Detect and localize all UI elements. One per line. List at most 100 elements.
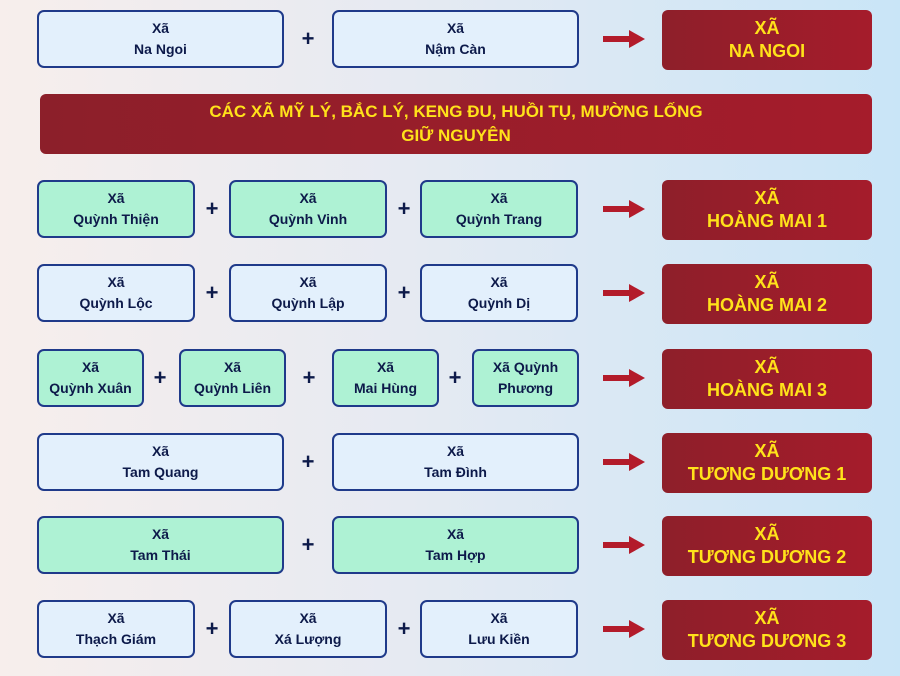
merged-commune-result: XÃ NA NGOI	[662, 10, 872, 70]
commune-prefix: Xã	[151, 20, 170, 36]
commune-prefix: Xã	[299, 190, 317, 206]
source-commune-box: Xã Tam Hợp	[332, 516, 579, 574]
result-name: NA NGOI	[728, 41, 806, 61]
result-prefix: XÃ	[754, 272, 780, 292]
commune-name: Tam Hợp	[425, 547, 486, 563]
merge-row-tuong-duong-3: Xã Thạch Giám + Xã Xá Lượng + Xã Lưu Kiề…	[0, 600, 900, 662]
plus-sign: +	[448, 365, 462, 390]
commune-prefix: Xã	[490, 610, 508, 626]
right-arrow-icon	[603, 453, 645, 471]
right-arrow-icon	[603, 620, 645, 638]
plus-sign: +	[301, 532, 315, 557]
merged-commune-result: XÃ HOÀNG MAI 1	[662, 180, 872, 240]
commune-prefix: Xã	[490, 274, 508, 290]
merge-row-na-ngoi: Xã Na Ngoi + Xã Nậm Càn XÃ NA NGOI	[0, 10, 900, 72]
result-name: TƯƠNG DƯƠNG 1	[687, 464, 847, 484]
source-commune-box: Xã Quỳnh Phương	[472, 349, 579, 407]
source-commune-box: Xã Quỳnh Dị	[420, 264, 578, 322]
merge-row-tuong-duong-1: Xã Tam Quang + Xã Tam Đình XÃ TƯƠNG DƯƠN…	[0, 433, 900, 495]
commune-name: Xá Lượng	[274, 631, 342, 647]
result-prefix: XÃ	[754, 441, 780, 461]
result-name: HOÀNG MAI 2	[706, 295, 827, 315]
commune-name: Quỳnh Liên	[194, 380, 271, 396]
right-arrow-icon	[603, 284, 645, 302]
source-commune-box: Xã Nậm Càn	[332, 10, 579, 68]
result-prefix: XÃ	[754, 188, 780, 208]
merge-row-hoang-mai-3: Xã Quỳnh Xuân + Xã Quỳnh Liên + Xã Mai H…	[0, 349, 900, 411]
right-arrow-icon	[603, 30, 645, 48]
merge-row-tuong-duong-2: Xã Tam Thái + Xã Tam Hợp XÃ TƯƠNG DƯƠNG …	[0, 516, 900, 578]
commune-name: Quỳnh Dị	[467, 295, 531, 311]
result-prefix: XÃ	[754, 524, 780, 544]
source-commune-box: Xã Na Ngoi	[37, 10, 284, 68]
result-prefix: XÃ	[754, 357, 780, 377]
commune-prefix: Xã	[299, 610, 317, 626]
commune-name: Quỳnh Thiện	[73, 211, 159, 227]
commune-prefix: Xã Quỳnh	[492, 359, 559, 375]
commune-name: Thạch Giám	[75, 631, 157, 647]
commune-name: Nậm Càn	[425, 41, 486, 57]
commune-name: Tam Quang	[122, 464, 199, 480]
plus-sign: +	[397, 616, 411, 641]
banner-line-2: GIỮ NGUYÊN	[401, 126, 511, 145]
merge-row-hoang-mai-1: Xã Quỳnh Thiện + Xã Quỳnh Vinh + Xã Quỳn…	[0, 180, 900, 242]
commune-prefix: Xã	[107, 274, 125, 290]
plus-sign: +	[205, 616, 219, 641]
commune-name: Quỳnh Xuân	[49, 380, 132, 396]
commune-name: Quỳnh Trang	[455, 211, 543, 227]
commune-prefix: Xã	[81, 359, 100, 375]
plus-sign: +	[153, 365, 167, 390]
plus-sign: +	[205, 196, 219, 221]
commune-prefix: Xã	[490, 190, 508, 206]
commune-prefix: Xã	[376, 359, 395, 375]
right-arrow-icon	[603, 536, 645, 554]
result-name: HOÀNG MAI 3	[706, 380, 827, 400]
source-commune-box: Xã Quỳnh Thiện	[37, 180, 195, 238]
source-commune-box: Xã Thạch Giám	[37, 600, 195, 658]
commune-prefix: Xã	[446, 443, 465, 459]
commune-name: Quỳnh Vinh	[268, 211, 348, 227]
source-commune-box: Xã Quỳnh Liên	[179, 349, 286, 407]
commune-name: Tam Thái	[130, 547, 191, 563]
commune-name: Quỳnh Lộc	[79, 295, 153, 311]
commune-prefix: Xã	[151, 443, 170, 459]
commune-prefix: Xã	[107, 190, 125, 206]
commune-name: Na Ngoi	[134, 41, 187, 57]
source-commune-box: Xã Mai Hùng	[332, 349, 439, 407]
plus-sign: +	[301, 449, 315, 474]
commune-prefix: Xã	[446, 526, 465, 542]
source-commune-box: Xã Tam Thái	[37, 516, 284, 574]
commune-name: Mai Hùng	[354, 380, 417, 396]
result-prefix: XÃ	[754, 608, 780, 628]
right-arrow-icon	[603, 200, 645, 218]
commune-prefix: Xã	[223, 359, 242, 375]
source-commune-box: Xã Tam Đình	[332, 433, 579, 491]
commune-prefix: Xã	[446, 20, 465, 36]
source-commune-box: Xã Quỳnh Trang	[420, 180, 578, 238]
banner-line-1: CÁC XÃ MỸ LÝ, BẮC LÝ, KENG ĐU, HUỒI TỤ, …	[209, 102, 703, 121]
plus-sign: +	[302, 365, 316, 390]
plus-sign: +	[397, 196, 411, 221]
commune-name: Tam Đình	[424, 464, 487, 480]
plus-sign: +	[205, 280, 219, 305]
commune-name: Phương	[497, 380, 554, 396]
merged-commune-result: XÃ TƯƠNG DƯƠNG 1	[662, 433, 872, 493]
source-commune-box: Xã Lưu Kiền	[420, 600, 578, 658]
commune-name: Lưu Kiền	[468, 631, 530, 647]
source-commune-box: Xã Tam Quang	[37, 433, 284, 491]
commune-name: Quỳnh Lập	[271, 295, 345, 311]
source-commune-box: Xã Quỳnh Vinh	[229, 180, 387, 238]
source-commune-box: Xã Quỳnh Lập	[229, 264, 387, 322]
merge-row-hoang-mai-2: Xã Quỳnh Lộc + Xã Quỳnh Lập + Xã Quỳnh D…	[0, 264, 900, 326]
result-name: TƯƠNG DƯƠNG 2	[687, 547, 847, 567]
unchanged-communes-banner: CÁC XÃ MỸ LÝ, BẮC LÝ, KENG ĐU, HUỒI TỤ, …	[40, 94, 872, 154]
commune-prefix: Xã	[151, 526, 170, 542]
plus-sign: +	[397, 280, 411, 305]
result-name: HOÀNG MAI 1	[706, 211, 827, 231]
merged-commune-result: XÃ TƯƠNG DƯƠNG 2	[662, 516, 872, 576]
commune-prefix: Xã	[107, 610, 125, 626]
source-commune-box: Xã Quỳnh Xuân	[37, 349, 144, 407]
source-commune-box: Xã Quỳnh Lộc	[37, 264, 195, 322]
source-commune-box: Xã Xá Lượng	[229, 600, 387, 658]
plus-sign: +	[301, 26, 315, 51]
